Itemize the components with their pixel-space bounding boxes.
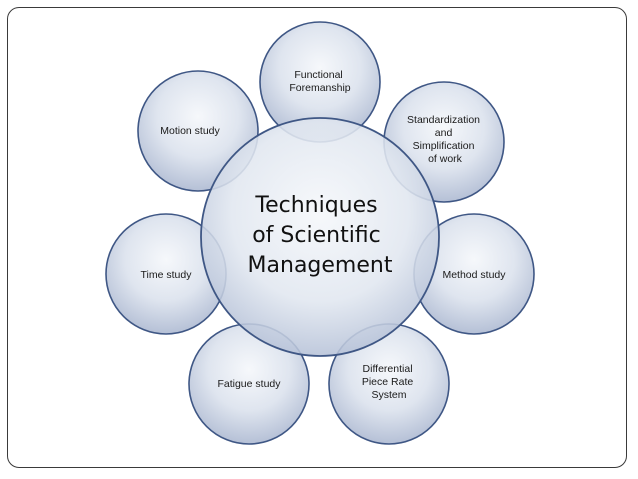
slide-frame	[7, 7, 627, 468]
label-line: Functional	[294, 69, 342, 81]
label-line: of work	[428, 153, 463, 165]
label-line: Time study	[141, 269, 193, 281]
satellite-label: Fatigue study	[217, 378, 281, 390]
center-line: of Scientific	[252, 223, 381, 248]
label-line: Simplification	[413, 140, 475, 152]
satellite-label: Method study	[442, 269, 506, 281]
center-label: Techniques of Scientific Management	[248, 193, 393, 278]
satellite-time-study: Time study	[105, 213, 227, 335]
center-hub: Techniques of Scientific Management	[200, 117, 440, 357]
center-line: Management	[248, 253, 393, 278]
satellite-label: Time study	[141, 269, 193, 281]
label-line: Differential	[363, 363, 413, 375]
satellite-functional-foremanship: Functional Foremanship	[259, 21, 381, 143]
label-line: Foremanship	[289, 82, 350, 94]
label-line: Motion study	[160, 125, 220, 137]
label-line: Standardization	[407, 114, 480, 126]
satellite-label: Standardization and Simplification of wo…	[407, 114, 483, 165]
center-circle	[200, 117, 440, 357]
center-line: Techniques	[254, 193, 377, 218]
satellite-method-study: Method study	[413, 213, 535, 335]
satellite-label: Functional Foremanship	[289, 69, 350, 94]
label-line: Fatigue study	[217, 378, 281, 390]
satellite-label: Motion study	[160, 125, 220, 137]
label-line: and	[435, 127, 453, 139]
label-line: Piece Rate	[362, 376, 414, 388]
satellite-label: Differential Piece Rate System	[362, 363, 416, 401]
label-line: Method study	[442, 269, 506, 281]
label-line: System	[371, 389, 406, 401]
